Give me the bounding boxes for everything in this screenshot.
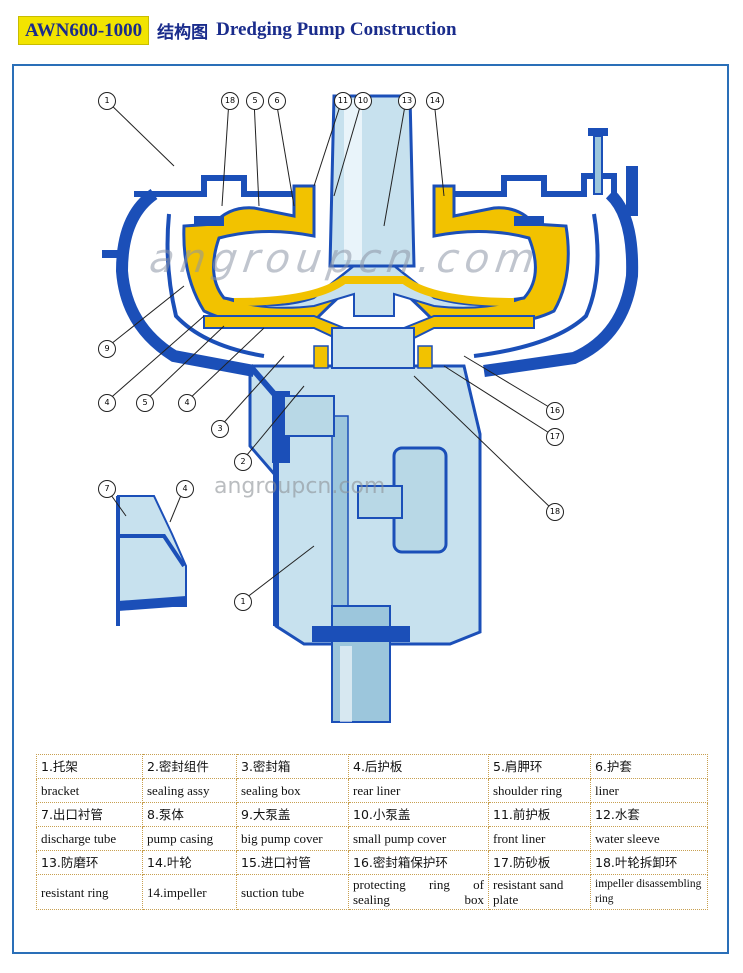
part-cn: 10.小泵盖	[348, 802, 489, 827]
part-en: shoulder ring	[488, 778, 591, 803]
title-english: Dredging Pump Construction	[216, 19, 457, 40]
part-en: 14.impeller	[142, 874, 237, 910]
callout-label: 18	[546, 503, 564, 521]
table-row: discharge tube pump casing big pump cove…	[36, 826, 708, 851]
table-row: 13.防磨环 14.叶轮 15.进口衬管 16.密封箱保护环 17.防砂板 18…	[36, 850, 708, 875]
part-cn: 7.出口衬管	[36, 802, 143, 827]
callout-label: 14	[426, 92, 444, 110]
part-en: water sleeve	[590, 826, 708, 851]
callout-label: 18	[221, 92, 239, 110]
part-en: liner	[590, 778, 708, 803]
model-badge: AWN600-1000	[18, 15, 150, 45]
callout-label: 4	[178, 394, 196, 412]
part-en: suction tube	[236, 874, 349, 910]
rear-liner	[203, 315, 535, 369]
callout-label: 9	[98, 340, 116, 358]
callout-label: 4	[176, 480, 194, 498]
callout-label: 13	[398, 92, 416, 110]
part-cn: 6.护套	[590, 754, 708, 779]
part-cn: 13.防磨环	[36, 850, 143, 875]
detail-inset	[116, 495, 187, 626]
table-row: resistant ring 14.impeller suction tube …	[36, 874, 708, 910]
part-en: sealing assy	[142, 778, 237, 803]
callout-label: 2	[234, 453, 252, 471]
part-en: sealing box	[236, 778, 349, 803]
impeller	[223, 265, 525, 317]
part-en: front liner	[488, 826, 591, 851]
part-cn: 8.泵体	[142, 802, 237, 827]
part-cn: 15.进口衬管	[236, 850, 349, 875]
parts-table: 1.托架 2.密封组件 3.密封箱 4.后护板 5.肩胛环 6.护套 brack…	[36, 754, 708, 910]
part-en: resistant sand plate	[488, 874, 591, 910]
callout-label: 6	[268, 92, 286, 110]
table-row: 1.托架 2.密封组件 3.密封箱 4.后护板 5.肩胛环 6.护套	[36, 754, 708, 779]
part-en: pump casing	[142, 826, 237, 851]
callout-label: 10	[354, 92, 372, 110]
shaft	[312, 605, 410, 723]
part-cn: 9.大泵盖	[236, 802, 349, 827]
part-cn: 1.托架	[36, 754, 143, 779]
part-en: rear liner	[348, 778, 489, 803]
diagram-frame	[12, 64, 729, 954]
pump-cross-section-diagram	[102, 94, 639, 723]
watermark-top: angroupcn.com	[146, 236, 544, 282]
part-en: impeller disassembling ring	[590, 874, 708, 910]
callout-label: 16	[546, 402, 564, 420]
callout-label: 5	[246, 92, 264, 110]
part-cn: 12.水套	[590, 802, 708, 827]
part-en: discharge tube	[36, 826, 143, 851]
callout-label: 17	[546, 428, 564, 446]
part-cn: 5.肩胛环	[488, 754, 591, 779]
part-cn: 2.密封组件	[142, 754, 237, 779]
part-en: bracket	[36, 778, 143, 803]
part-cn: 17.防砂板	[488, 850, 591, 875]
callout-label: 5	[136, 394, 154, 412]
part-cn: 11.前护板	[488, 802, 591, 827]
callout-label: 11	[334, 92, 352, 110]
title-chinese: 结构图	[157, 22, 209, 43]
table-row: 7.出口衬管 8.泵体 9.大泵盖 10.小泵盖 11.前护板 12.水套	[36, 802, 708, 827]
callout-label: 7	[98, 480, 116, 498]
part-en: resistant ring	[36, 874, 143, 910]
part-cn: 16.密封箱保护环	[348, 850, 489, 875]
part-en: big pump cover	[236, 826, 349, 851]
part-cn: 18.叶轮拆卸环	[590, 850, 708, 875]
part-cn: 3.密封箱	[236, 754, 349, 779]
watermark-middle: angroupcn.com	[214, 474, 386, 499]
callout-leaders	[105, 99, 555, 602]
part-cn: 4.后护板	[348, 754, 489, 779]
callout-label: 3	[211, 420, 229, 438]
callout-label: 1	[234, 593, 252, 611]
part-en: protecting ring of sealing box	[348, 874, 489, 910]
table-row: bracket sealing assy sealing box rear li…	[36, 778, 708, 803]
part-cn: 14.叶轮	[142, 850, 237, 875]
part-en: small pump cover	[348, 826, 489, 851]
callout-label: 4	[98, 394, 116, 412]
title-bar: AWN600-1000 结构图 Dredging Pump Constructi…	[18, 14, 457, 46]
callout-label: 1	[98, 92, 116, 110]
bracket	[247, 364, 482, 647]
